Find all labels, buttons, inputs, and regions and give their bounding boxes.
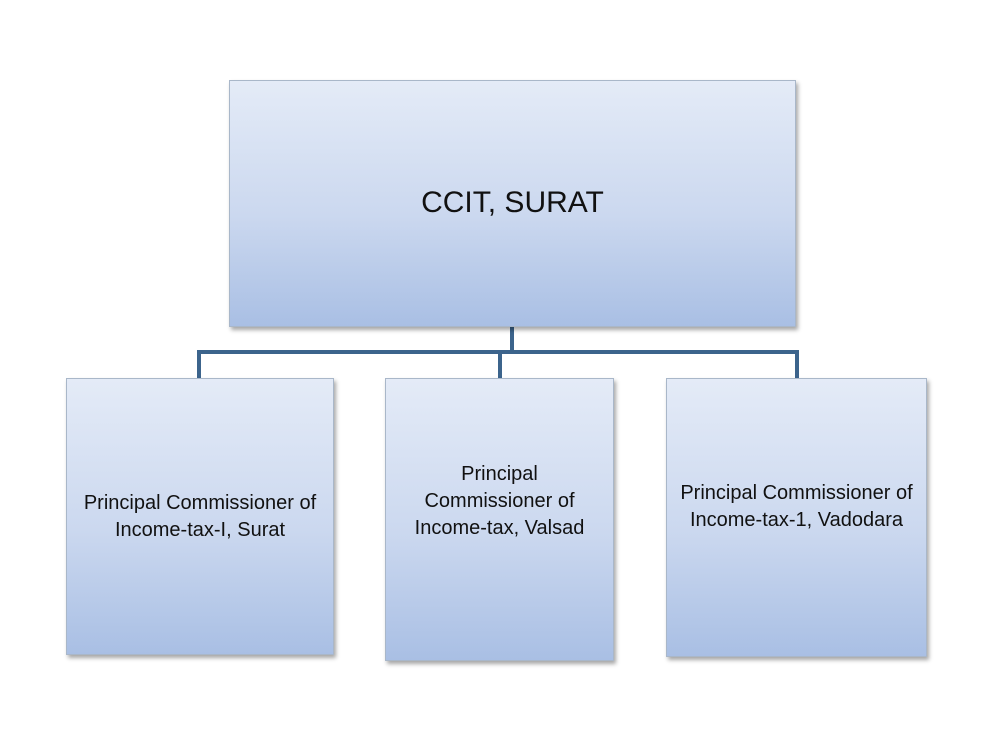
child-node-pcit-valsad: Principal Commissioner of Income-tax, Va… (385, 378, 614, 661)
child-node-pcit-surat: Principal Commissioner of Income-tax-I, … (66, 378, 334, 655)
child-node-pcit-vadodara: Principal Commissioner of Income-tax-1, … (666, 378, 927, 657)
root-node-label: CCIT, SURAT (421, 185, 604, 219)
child-node-label: Principal Commissioner of Income-tax-1, … (680, 481, 913, 531)
root-node-ccit-surat: CCIT, SURAT (229, 80, 796, 327)
child-node-label: Principal Commissioner of Income-tax, Va… (414, 463, 585, 539)
child-node-label: Principal Commissioner of Income-tax-I, … (83, 491, 317, 541)
